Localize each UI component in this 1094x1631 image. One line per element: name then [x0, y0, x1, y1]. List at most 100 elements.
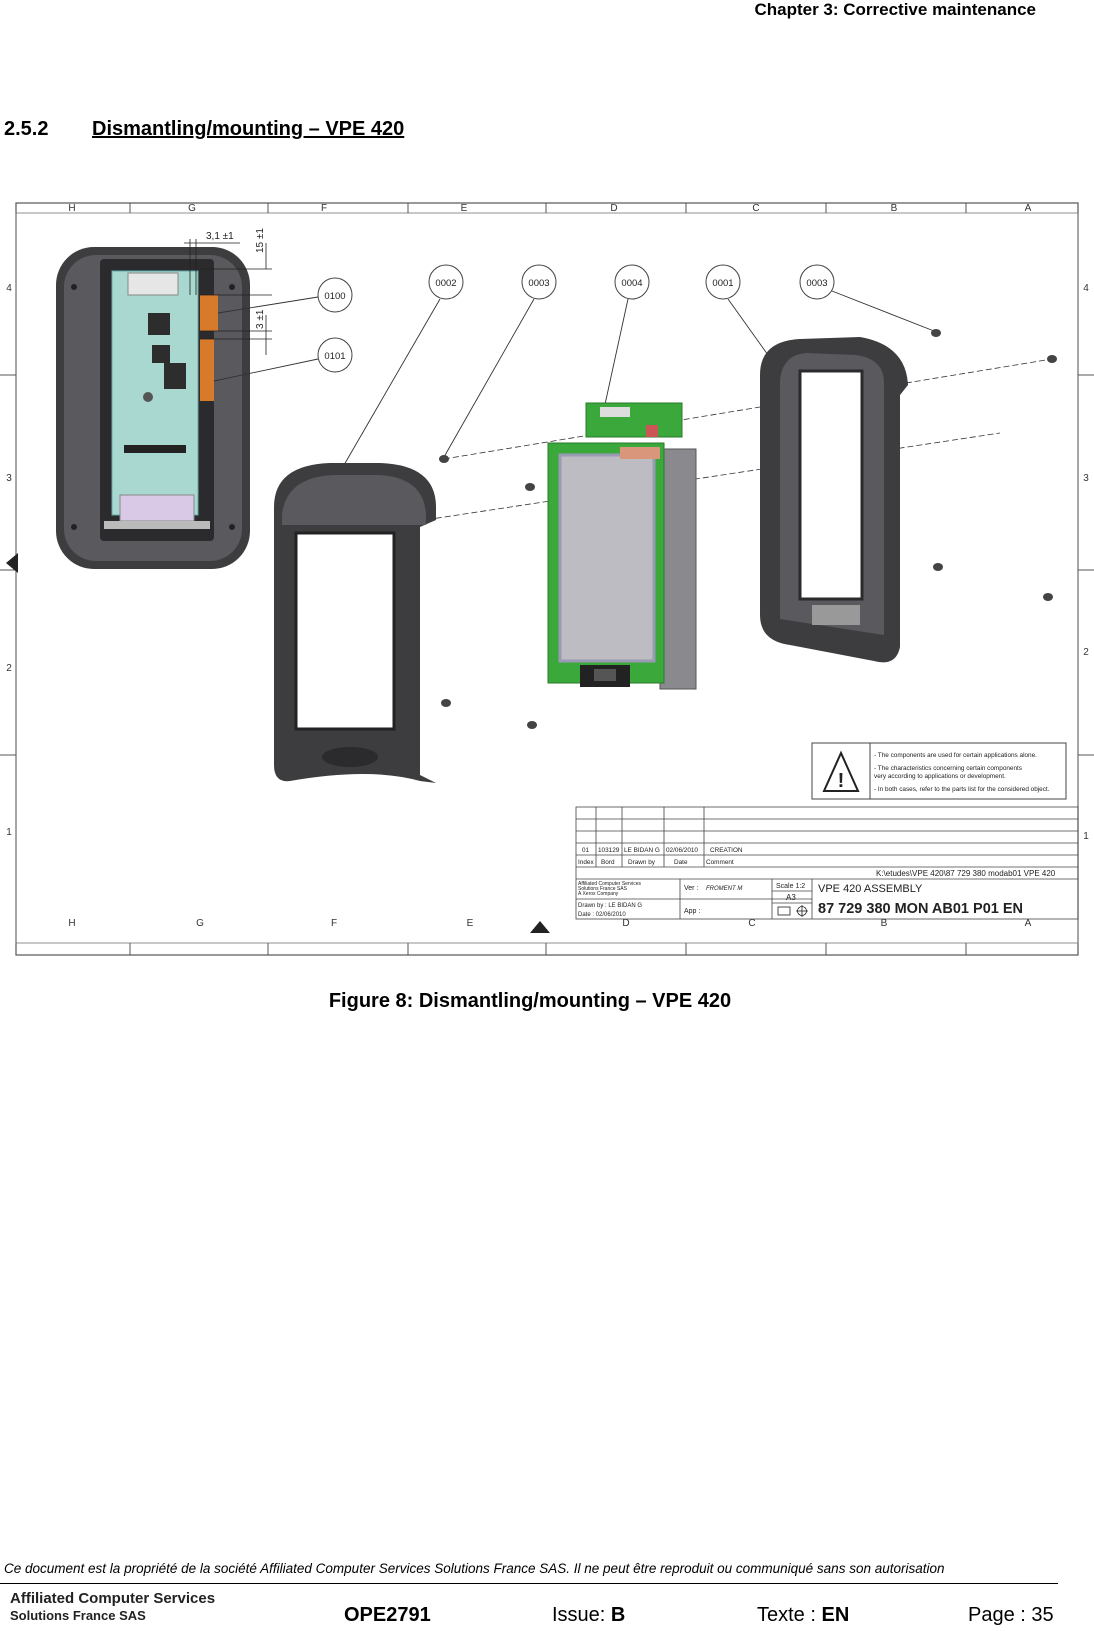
- chapter-header: Chapter 3: Corrective maintenance: [754, 0, 1036, 19]
- center-arrow-bottom: [530, 921, 550, 933]
- footer-issue-value: B: [610, 1604, 626, 1626]
- rev-index: 01: [582, 847, 590, 854]
- screw-axis-lines: [417, 358, 1053, 522]
- header-date: Date: [674, 859, 688, 866]
- dimension-15: 15 ±1: [255, 228, 266, 253]
- header-index: Index: [578, 859, 594, 866]
- center-arrow-left: [6, 553, 18, 573]
- row-label-left-1: 1: [6, 827, 12, 838]
- footer-divider: [0, 1583, 1058, 1584]
- note-line-4: - In both cases, refer to the parts list…: [874, 786, 1050, 793]
- row-ticks: [0, 374, 1094, 756]
- callout-0004: 0004: [621, 278, 642, 289]
- callout-0003-b: 0003: [806, 278, 827, 289]
- footer-page-number: Page : 35: [968, 1604, 1054, 1626]
- rev-bord: 103129: [598, 847, 620, 854]
- col-label-bottom-e: E: [467, 918, 474, 929]
- tb-company-1: Affiliated Computer Services: [578, 881, 641, 887]
- note-line-3: very according to applications or develo…: [874, 773, 1006, 780]
- section-heading: 2.5.2 Dismantling/mounting – VPE 420: [4, 118, 404, 141]
- drawing-path: K:\etudes\VPE 420\87 729 380 modab01 VPE…: [876, 869, 1056, 878]
- tb-app: App :: [684, 908, 700, 915]
- rear-housing: [56, 247, 250, 569]
- callouts: [317, 264, 835, 373]
- col-label-bottom-b: B: [881, 918, 888, 929]
- header-drawn: Drawn by: [628, 859, 656, 866]
- footer-company-logo: Affiliated Computer Services Solutions F…: [10, 1590, 215, 1624]
- col-label-bottom-f: F: [331, 918, 337, 929]
- col-label-bottom-g: G: [196, 918, 204, 929]
- footer-doc-id: OPE2791: [344, 1604, 431, 1626]
- column-ticks-bottom: [129, 943, 967, 955]
- callout-0002: 0002: [435, 278, 456, 289]
- row-label-right-4: 4: [1083, 283, 1089, 294]
- rear-frame-window: [798, 369, 864, 601]
- col-label-top-f: F: [321, 203, 327, 214]
- callout-0101: 0101: [324, 351, 345, 362]
- row-label-left-3: 3: [6, 473, 12, 484]
- tb-ver: Ver :: [684, 885, 698, 892]
- lcd-module: [547, 402, 697, 690]
- footer-texte-label: Texte :: [757, 1604, 822, 1626]
- warning-icon: [822, 750, 860, 792]
- footer-texte-value: EN: [821, 1604, 850, 1626]
- tb-scale: Scale 1:2: [776, 883, 805, 890]
- footer-company-line2: Solutions France SAS: [10, 1608, 146, 1623]
- orange-pad-bottom: [200, 339, 214, 401]
- tb-date: Date : 02/06/2010: [578, 912, 626, 918]
- orange-pad-top: [200, 295, 218, 331]
- callout-0001: 0001: [712, 278, 733, 289]
- col-label-top-h: H: [68, 203, 75, 214]
- figure-caption: Figure 8: Dismantling/mounting – VPE 420: [0, 990, 1094, 1013]
- tb-company-3: A Xerox Company: [578, 891, 619, 897]
- rev-date: 02/06/2010: [666, 847, 698, 854]
- col-label-top-d: D: [610, 203, 617, 214]
- section-title: Dismantling/mounting – VPE 420: [92, 118, 405, 140]
- tb-ref: 87 729 380 MON AB01 P01 EN: [818, 901, 1023, 917]
- callout-0003-a: 0003: [528, 278, 549, 289]
- row-label-right-3: 3: [1083, 473, 1089, 484]
- row-label-left-4: 4: [6, 283, 12, 294]
- footer-texte: Texte : EN: [757, 1604, 849, 1627]
- tb-format: A3: [786, 893, 796, 902]
- dimension-3: 3 ±1: [255, 309, 266, 329]
- footer-disclaimer: Ce document est la propriété de la socié…: [4, 1561, 945, 1576]
- footer-issue-label: Issue:: [552, 1604, 611, 1626]
- figure-caption-text: Figure 8: Dismantling/mounting – VPE 420: [328, 990, 732, 1012]
- col-label-top-e: E: [461, 203, 468, 214]
- row-label-right-2: 2: [1083, 647, 1089, 658]
- dimension-lines: [184, 239, 272, 355]
- projection-symbol: [777, 905, 808, 917]
- tb-assembly: VPE 420 ASSEMBLY: [818, 883, 923, 895]
- header-bord: Bord: [601, 859, 615, 866]
- title-block: [575, 806, 1079, 920]
- bezel-window: [294, 531, 396, 731]
- exploded-assembly-drawing: H G F E D C B A H G F E D C B A 4 3 2 1 …: [0, 202, 1094, 956]
- pcb-board: [111, 270, 199, 516]
- warning-note-box: ! - The components are used for certain …: [811, 742, 1067, 800]
- screws: [439, 329, 1057, 729]
- footer-company-line1: Affiliated Computer Services: [10, 1590, 216, 1607]
- col-label-top-c: C: [752, 203, 759, 214]
- rear-frame: [760, 337, 908, 663]
- footer-issue: Issue: B: [552, 1604, 625, 1627]
- callout-0100: 0100: [324, 291, 345, 302]
- tb-drawn-by: Drawn by : LE BIDAN G: [578, 903, 642, 909]
- col-label-top-a: A: [1025, 203, 1032, 214]
- col-label-bottom-a: A: [1025, 918, 1032, 929]
- col-label-bottom-d: D: [622, 918, 629, 929]
- note-line-2: - The characteristics concerning certain…: [874, 765, 1022, 772]
- rev-comment: CREATION: [710, 847, 743, 854]
- note-line-1: - The components are used for certain ap…: [874, 752, 1037, 759]
- dimension-3-1: 3,1 ±1: [206, 231, 234, 242]
- section-number: 2.5.2: [4, 118, 49, 140]
- row-label-right-1: 1: [1083, 831, 1089, 842]
- col-label-top-g: G: [188, 203, 196, 214]
- lcd-screen: [558, 453, 656, 663]
- col-label-top-b: B: [891, 203, 898, 214]
- tb-ver-name: FROMENT M: [706, 886, 742, 892]
- svg-text:!: !: [838, 770, 845, 792]
- tb-company-2: Solutions France SAS: [578, 886, 628, 892]
- col-label-bottom-c: C: [748, 918, 755, 929]
- column-ticks-top: [129, 203, 967, 213]
